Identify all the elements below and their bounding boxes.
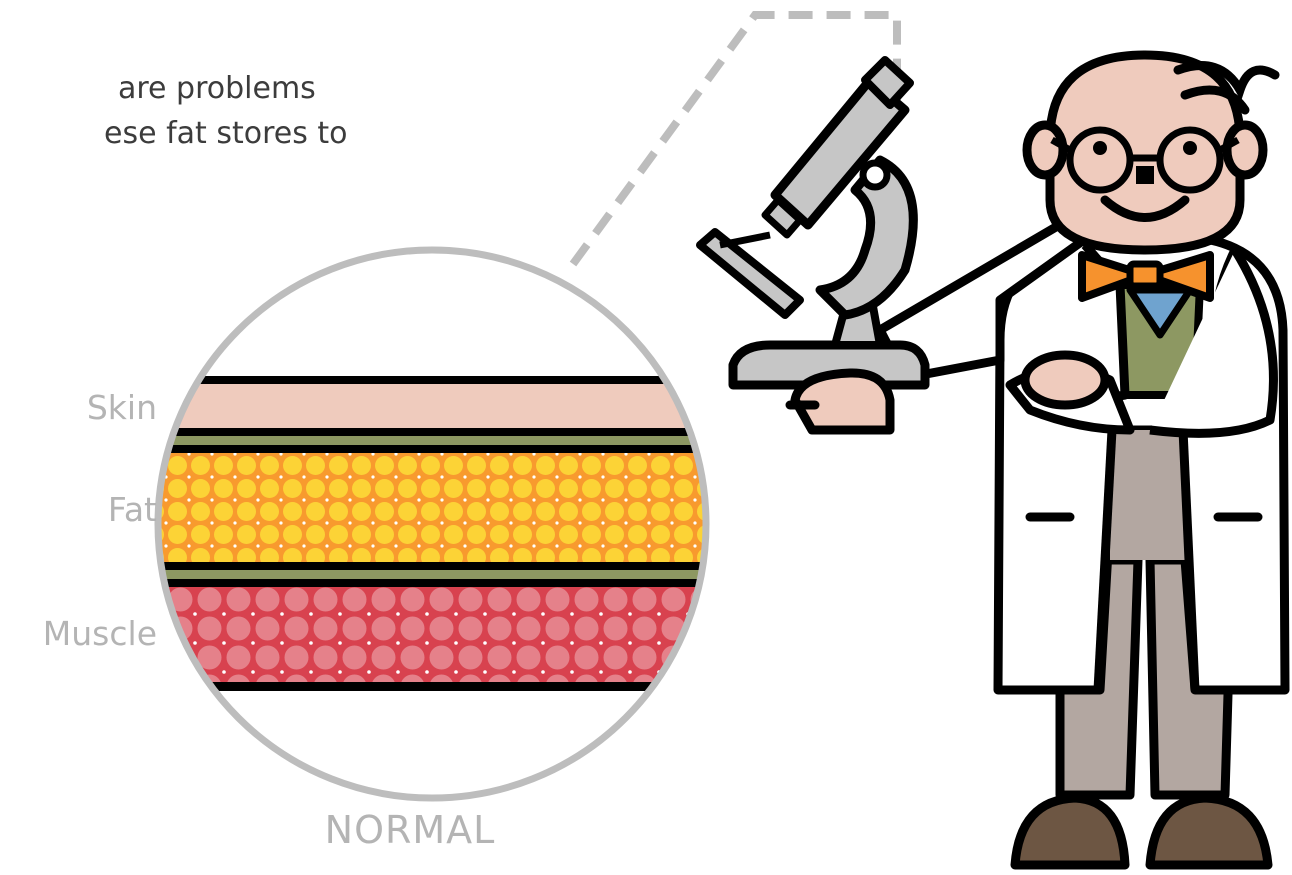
layer-label-fat: Fat (108, 490, 157, 529)
fascia-layer-lower (150, 570, 720, 579)
fat-layer (150, 453, 720, 563)
circle-caption: NORMAL (280, 808, 540, 852)
fascia-layer-upper (150, 436, 720, 445)
muscle-layer (150, 587, 720, 683)
scientist-illustration (880, 55, 1285, 865)
skin-layer (150, 381, 720, 430)
layer-label-skin: Skin (87, 388, 157, 427)
microscope-illustration (700, 60, 925, 430)
magnifier-lens (150, 250, 720, 798)
layer-label-muscle: Muscle (43, 614, 157, 653)
